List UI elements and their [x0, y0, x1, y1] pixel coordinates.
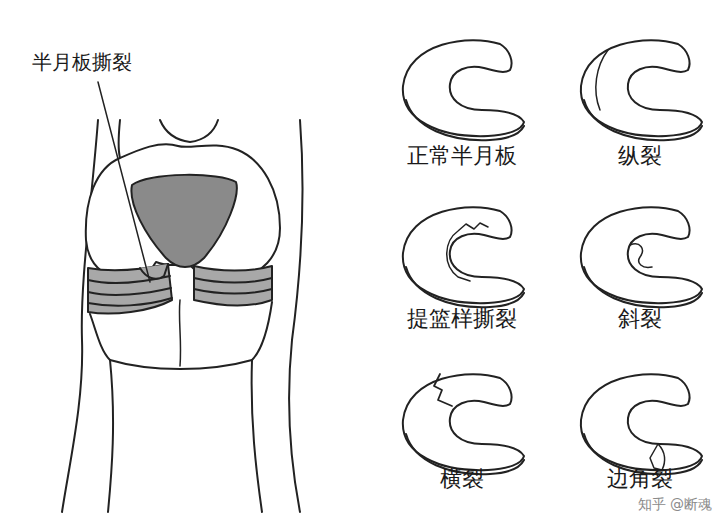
watermark: 知乎 @断魂: [638, 496, 712, 513]
flap-corner-tear: [581, 374, 702, 474]
type-caption: 纵裂: [618, 143, 662, 169]
type-caption: 横裂: [440, 466, 484, 492]
type-caption: 斜裂: [618, 306, 662, 332]
leader-line: [98, 82, 150, 282]
meniscus-types: [403, 40, 702, 474]
normal-meniscus: [403, 40, 524, 140]
bucket-handle-tear: [403, 207, 524, 307]
type-caption: 正常半月板: [407, 143, 517, 169]
transverse-tear: [403, 374, 524, 474]
knee-illustration: [62, 82, 302, 512]
oblique-tear: [581, 207, 702, 307]
type-caption: 边角裂: [607, 466, 673, 492]
longitudinal-tear: [581, 40, 702, 140]
callout-label: 半月板撕裂: [32, 50, 132, 74]
type-caption: 提篮样撕裂: [407, 306, 517, 332]
